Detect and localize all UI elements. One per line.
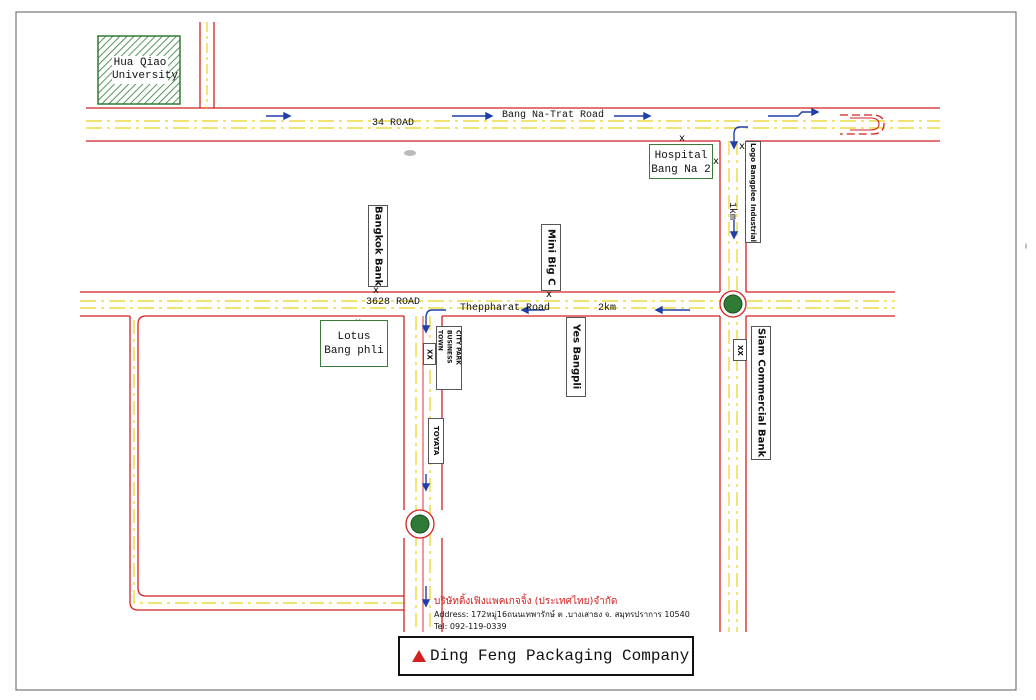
bang-na-trat-label: Bang Na-Trat Road [502, 110, 605, 121]
road-34-label: 34 ROAD [372, 118, 415, 129]
xx-label-1: XX [425, 348, 434, 360]
svg-text:x: x [546, 289, 552, 300]
logo-bangplee-box: Logo Bangplee Industrial [745, 141, 761, 243]
yes-bangpli-label: Yes Bangpli [570, 324, 582, 390]
lotus-bang-phli: Lotus Bang phli [320, 320, 388, 367]
toyata-box: TOYATA [428, 418, 444, 464]
bang-na-trat-road [86, 107, 940, 142]
company-tel: Tel: 092-119-0339 [434, 622, 507, 631]
yes-bangpli-box: Yes Bangpli [566, 317, 586, 397]
hospital-bang-na-2: Hospital Bang Na 2 [649, 144, 713, 179]
siam-commercial-bank-box: Siam Commercial Bank [751, 326, 771, 460]
hua-qiao-university-label: Hua Qiao University [112, 57, 179, 83]
svg-text:x: x [739, 141, 745, 152]
road-3628-label: 3628 ROAD [366, 297, 421, 308]
hospital-line2: Bang Na 2 [651, 164, 711, 176]
city-park-label: CITY PARK BUSINESS TOWN [436, 330, 462, 365]
company-name-box: Ding Feng Packaging Company [398, 636, 694, 676]
svg-text:x: x [679, 133, 685, 144]
roundabout-east [719, 290, 747, 318]
lotus-line2: Bang phli [324, 345, 384, 357]
bangkok-bank-box: Bangkok Bank [368, 205, 388, 287]
svg-text:x: x [373, 285, 379, 296]
theppharat-label: Theppharat Road [460, 303, 551, 314]
theppharat-road [80, 291, 895, 317]
scan-marks [404, 150, 1027, 249]
svg-text:x: x [713, 156, 719, 167]
map-frame [15, 11, 1017, 691]
hua-qiao-line2: University [112, 70, 179, 82]
mini-big-c-box: Mini Big C [541, 224, 561, 291]
xx-marker-city-park: XX [423, 343, 436, 365]
loop-road [129, 315, 404, 611]
hua-qiao-line1: Hua Qiao [113, 57, 167, 69]
hua-qiao-road [199, 22, 215, 108]
company-name: Ding Feng Packaging Company [430, 647, 690, 665]
distance-1km-label: 1km [726, 202, 737, 221]
mini-big-c-label: Mini Big C [545, 229, 557, 286]
company-thai-name: บริษัทติ้งเฟิงแพคเกจจิ้ง (ประเทศไทย)จำกั… [434, 596, 618, 607]
roundabout-south [405, 509, 435, 539]
city-park-box: CITY PARK BUSINESS TOWN [436, 326, 462, 390]
logo-bangplee-label: Logo Bangplee Industrial [749, 142, 757, 242]
company-access-road [403, 316, 443, 632]
bangkok-bank-label: Bangkok Bank [372, 205, 384, 287]
company-address: Address: 172หมู่16ถนนเทพารักษ์ ต .บางเสา… [434, 610, 690, 619]
hospital-line1: Hospital [654, 150, 708, 162]
distance-2km-label: 2km [598, 303, 617, 314]
lotus-line1: Lotus [337, 331, 371, 343]
direction-arrows [266, 107, 820, 608]
location-triangle-icon [412, 650, 426, 662]
u-turn [840, 114, 885, 135]
xx-marker-siam: XX [733, 339, 747, 361]
siam-commercial-bank-label: Siam Commercial Bank [755, 328, 767, 458]
toyata-label: TOYATA [432, 426, 440, 456]
xx-label-2: XX [736, 344, 744, 356]
